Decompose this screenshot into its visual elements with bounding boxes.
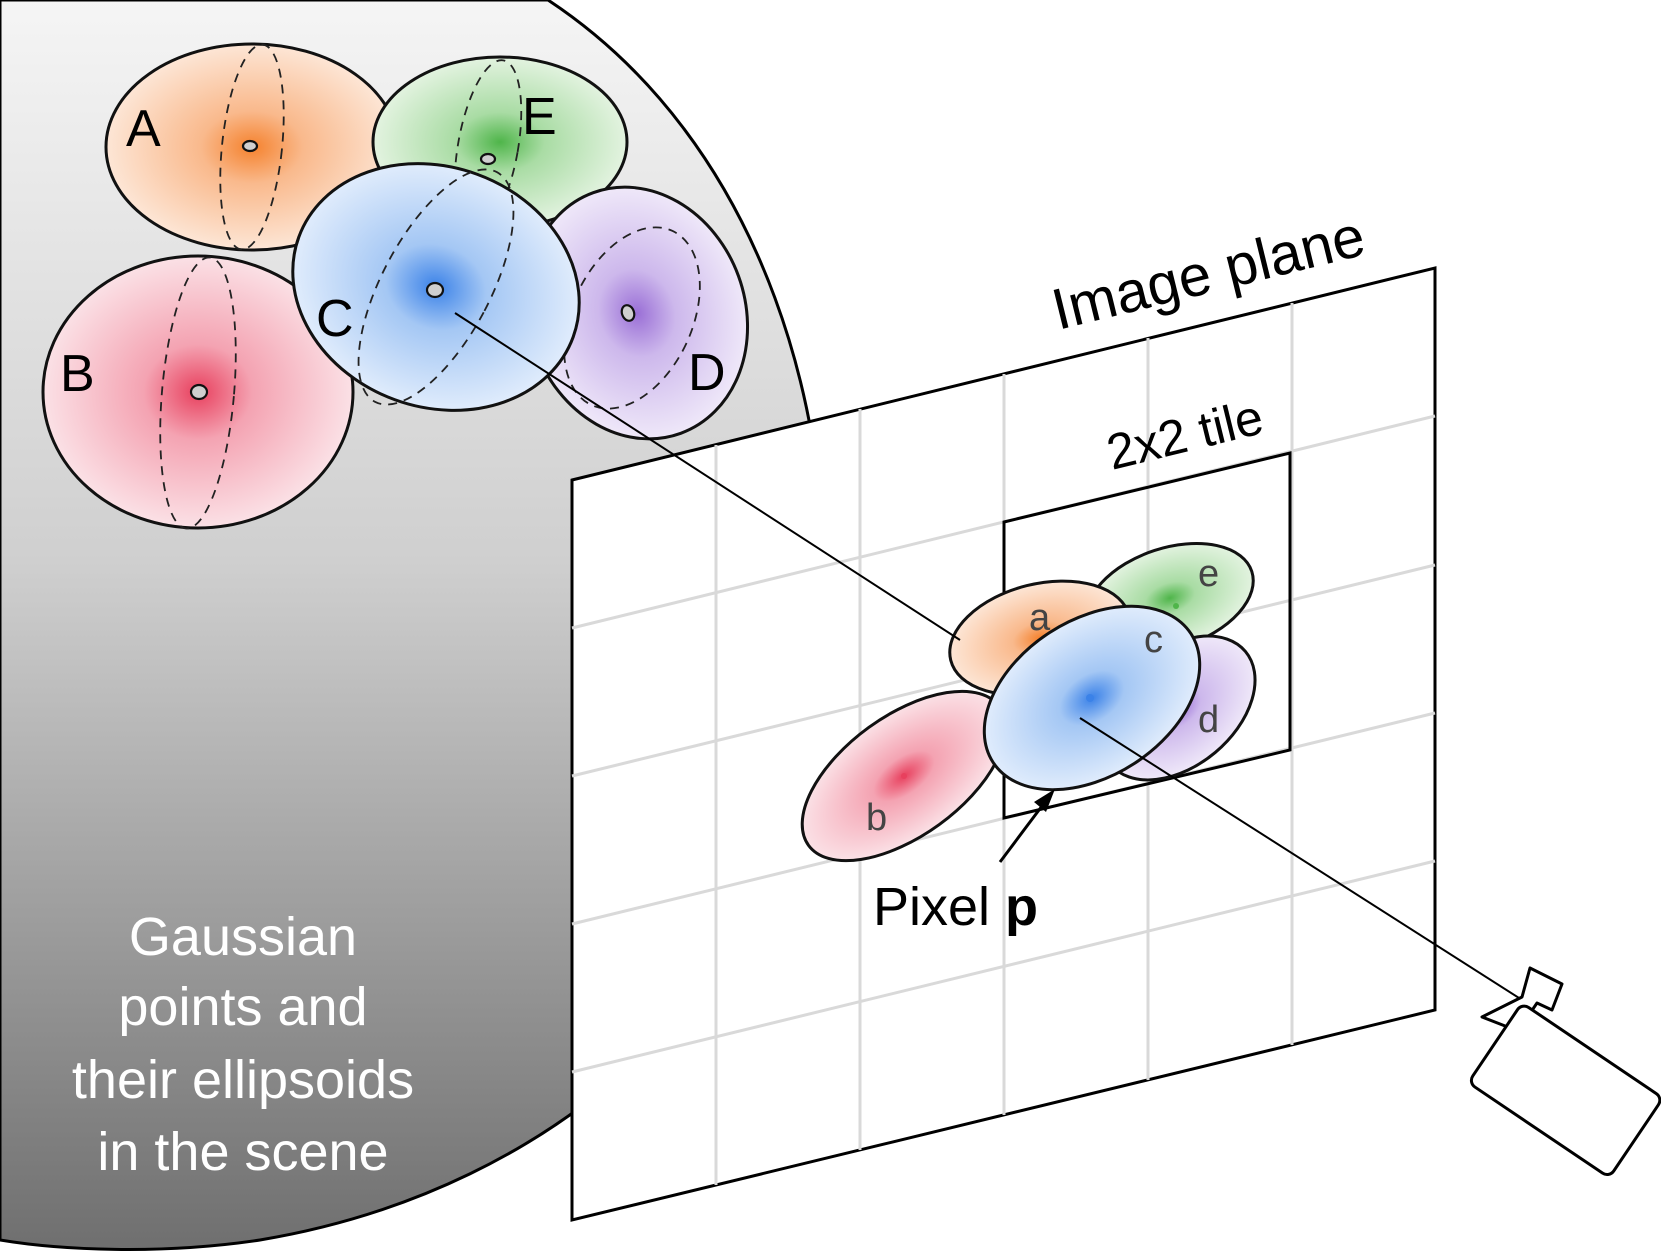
pixel-label: Pixel p <box>873 877 1038 937</box>
ellipsoid-label-C: C <box>316 290 354 348</box>
splat-label-a: a <box>1029 597 1051 639</box>
pixel-symbol: p <box>1005 877 1038 937</box>
scene-caption: Gaussian points and their ellipsoids in … <box>72 907 414 1182</box>
camera-icon <box>1469 966 1661 1177</box>
splat-center-c <box>1086 694 1094 702</box>
scene-caption-line-3: their ellipsoids <box>72 1050 414 1110</box>
ellipsoid-label-D: D <box>688 344 726 402</box>
projection-ray-upper <box>454 312 961 641</box>
ellipsoid-label-B: B <box>60 345 95 403</box>
splat-center-e <box>1173 603 1179 609</box>
splat-center-b <box>901 773 907 779</box>
ellipsoid-label-E: E <box>522 88 557 146</box>
scene-caption-line-4: in the scene <box>97 1122 388 1182</box>
arrow-icon <box>998 789 1055 863</box>
pixel-label-text: Pixel <box>873 877 1005 937</box>
scene-caption-line-2: points and <box>118 977 367 1037</box>
ellipsoid-B <box>41 254 355 530</box>
scene-caption-line-1: Gaussian <box>129 907 357 967</box>
gaussian-ellipsoids <box>41 42 750 530</box>
projection-ray-lower <box>1079 717 1531 1006</box>
ellipsoid-C <box>291 162 581 412</box>
splat-label-d: d <box>1198 699 1219 741</box>
splat-label-c: c <box>1144 619 1163 661</box>
splat-label-b: b <box>866 797 887 839</box>
splat-label-e: e <box>1198 553 1219 595</box>
ellipsoid-label-A: A <box>126 100 161 158</box>
